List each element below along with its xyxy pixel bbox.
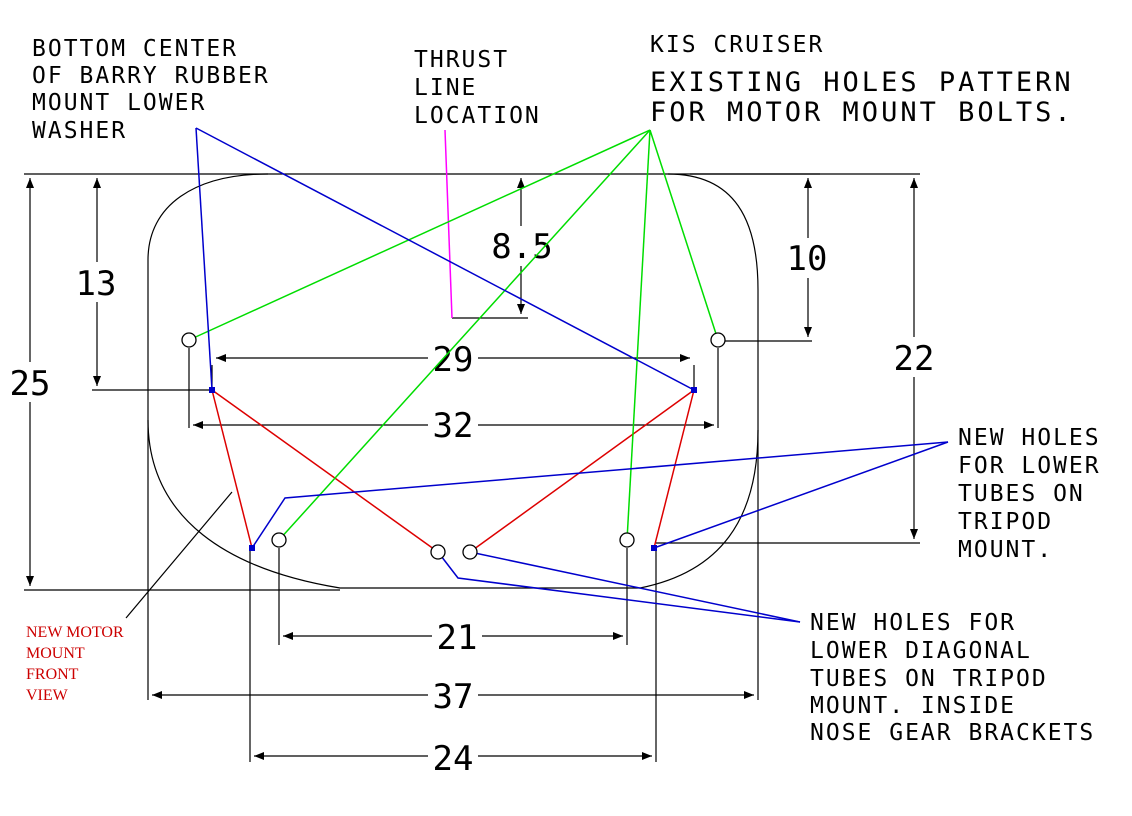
dim-22: 22 [894,339,935,379]
thrust-line-leader [444,129,453,319]
hole-diagonal-left [430,544,446,560]
existing-holes-label: EXISTING HOLES PATTERN FOR MOTOR MOUNT B… [650,67,1074,128]
new-diag-line-2: LOWER DIAGONAL [810,638,1032,664]
new-lower-line-2: FOR LOWER [958,453,1101,479]
dim-8-5: 8.5 [491,227,552,267]
new-lower-line-5: MOUNT. [958,537,1053,563]
lower-hole-point-right [651,545,657,551]
front-view-line-1: NEW MOTOR [26,624,124,641]
front-view-leader [125,491,233,619]
new-diagonal-holes-label: NEW HOLES FOR LOWER DIAGONAL TUBES ON TR… [810,610,1095,746]
hole-upper-right [710,332,726,348]
kis-cruiser-label: KIS CRUISER [650,32,824,58]
barry-washer-leaders [195,127,695,391]
hole-lower-left [271,532,287,548]
thrust-line-1: THRUST [414,47,509,73]
dim-text-masks [6,226,940,776]
new-diag-line-3: TUBES ON TRIPOD [810,666,1048,692]
new-lower-line-1: NEW HOLES [958,425,1101,451]
hole-diagonal-right [462,544,478,560]
dim-25: 25 [10,364,51,404]
dim-32: 32 [433,406,474,446]
barry-line-4: WASHER [32,118,127,144]
new-lower-line-3: TUBES ON [958,481,1085,507]
dimension-lines [26,178,918,760]
barry-line-2: OF BARRY RUBBER [32,63,270,89]
front-view-line-3: FRONT [26,666,79,683]
dim-29: 29 [433,340,474,380]
barry-washer-label: BOTTOM CENTER OF BARRY RUBBER MOUNT LOWE… [32,36,270,144]
barry-line-3: MOUNT LOWER [32,90,206,116]
tripod-tube-lines [211,389,695,553]
thrust-line-label: THRUST LINE LOCATION [414,47,541,129]
front-view-line-4: VIEW [26,687,69,704]
new-diagonal-holes [430,544,478,560]
new-lower-line-4: TRIPOD [958,509,1053,535]
dim-13: 13 [76,264,117,304]
barry-line-1: BOTTOM CENTER [32,36,238,62]
new-lower-hole-points [249,545,657,551]
new-diag-line-1: NEW HOLES FOR [810,610,1016,636]
washer-point-left [209,387,215,393]
thrust-line-3: LOCATION [414,103,541,129]
existing-line-2: FOR MOTOR MOUNT BOLTS. [650,97,1074,128]
hole-lower-right [619,532,635,548]
dim-10: 10 [787,239,828,279]
front-view-line-2: MOUNT [26,645,85,662]
dim-24: 24 [433,739,474,779]
new-diagonal-holes-leaders [437,551,801,623]
new-lower-holes-leaders [251,441,949,549]
lower-hole-point-left [249,545,255,551]
new-diag-line-4: MOUNT. INSIDE [810,693,1016,719]
existing-line-1: EXISTING HOLES PATTERN [650,67,1074,98]
existing-holes [181,332,726,548]
dim-37: 37 [433,677,474,717]
dim-21: 21 [437,618,478,658]
existing-holes-leaders [188,129,719,541]
washer-points [209,387,697,393]
new-lower-holes-label: NEW HOLES FOR LOWER TUBES ON TRIPOD MOUN… [958,425,1101,563]
washer-point-right [691,387,697,393]
hole-upper-left [181,332,197,348]
firewall-outline [147,173,759,589]
thrust-line-2: LINE [414,75,477,101]
new-diag-line-5: NOSE GEAR BRACKETS [810,720,1095,746]
kis-title: KIS CRUISER [650,32,824,58]
front-view-label: NEW MOTOR MOUNT FRONT VIEW [26,624,124,704]
